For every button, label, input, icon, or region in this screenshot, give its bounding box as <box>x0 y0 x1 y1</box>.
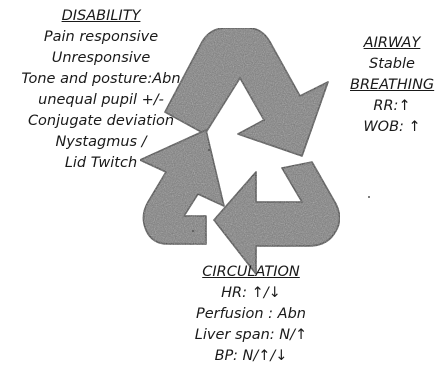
circulation-line: Liver span: N/↑ <box>156 325 346 346</box>
disability-line: Unresponsive <box>4 48 198 69</box>
circulation-block: CIRCULATION HR: ↑/↓ Perfusion : Abn Live… <box>156 262 346 367</box>
breathing-line: WOB: ↑ <box>350 117 434 138</box>
right-arrow <box>214 162 340 274</box>
breathing-heading: BREATHING <box>350 75 434 96</box>
airway-value: Stable <box>350 54 434 75</box>
disability-line: Lid Twitch <box>4 153 198 174</box>
disability-line: unequal pupil +/- <box>4 90 198 111</box>
airway-breathing-block: AIRWAY Stable BREATHING RR:↑ WOB: ↑ <box>350 33 434 138</box>
disability-block: DISABILITY Pain responsive Unresponsive … <box>4 6 198 174</box>
disability-line: Tone and posture:Abn <box>4 69 198 90</box>
disability-line: Nystagmus / <box>4 132 198 153</box>
disability-heading: DISABILITY <box>4 6 198 27</box>
airway-heading: AIRWAY <box>350 33 434 54</box>
disability-line: Pain responsive <box>4 27 198 48</box>
breathing-line: RR:↑ <box>350 96 434 117</box>
circulation-line: BP: N/↑/↓ <box>156 346 346 367</box>
circulation-heading: CIRCULATION <box>156 262 346 283</box>
disability-line: Conjugate deviation <box>4 111 198 132</box>
circulation-line: Perfusion : Abn <box>156 304 346 325</box>
circulation-line: HR: ↑/↓ <box>156 283 346 304</box>
